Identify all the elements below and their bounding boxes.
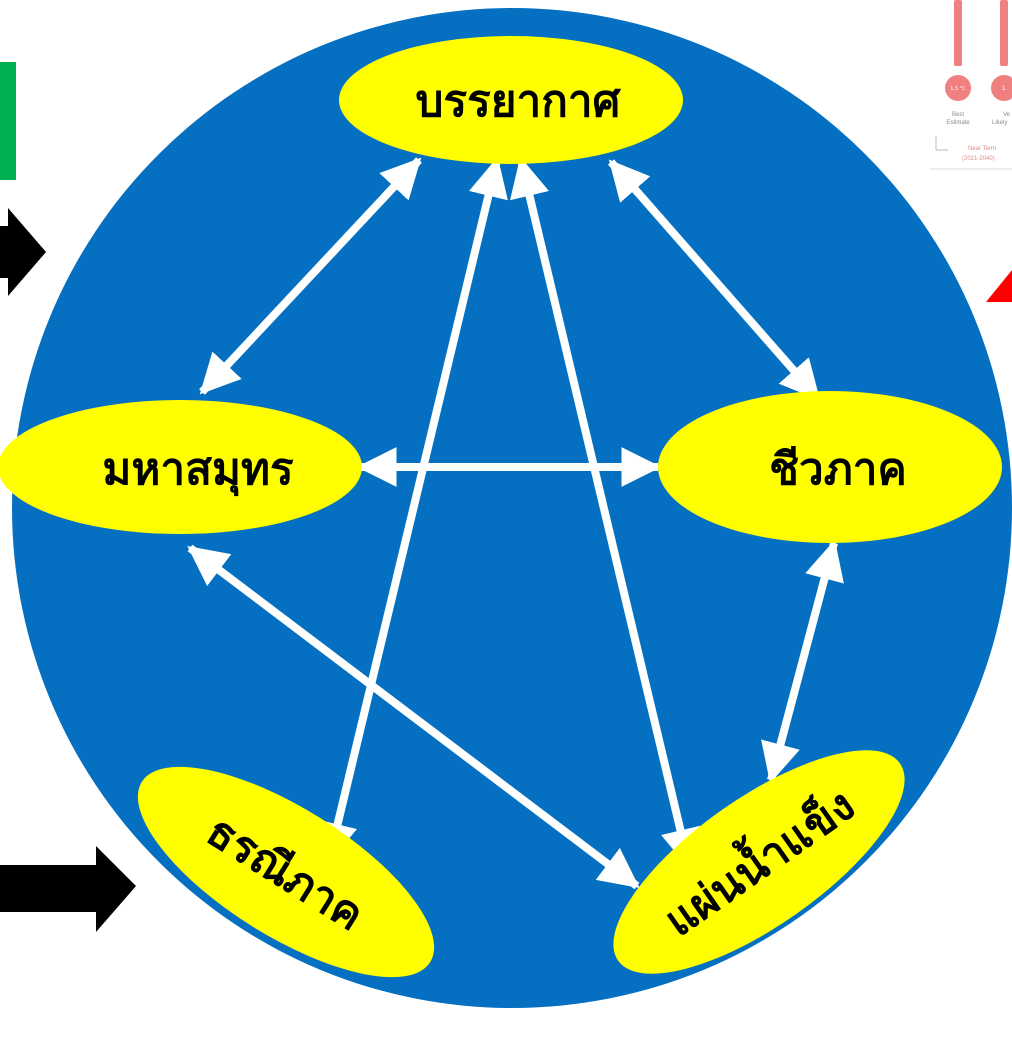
label-likely: Likely [992,120,1007,126]
thermometer-2-value: 1. [1002,86,1007,92]
green-box [0,62,16,180]
node-biosphere: ชีวภาค [658,391,1002,543]
node-biosphere-label: ชีวภาค [769,444,907,495]
period-years: (2021-2040) [962,156,995,162]
period-near-term: Near Term [968,146,996,152]
thermometer-2 [1000,0,1008,66]
thermometer-1 [954,0,962,66]
black-arrow-top [0,208,46,296]
node-ocean-label: มหาสมุทร [102,444,294,497]
red-triangle [986,270,1012,302]
black-arrow-bottom [0,846,136,932]
node-ocean: มหาสมุทร [0,400,362,534]
label-estimate: Estimate [946,120,970,126]
thumbnail-chart: 1.5 °C 1. Best Estimate Ve Likely Near T… [930,0,1012,172]
label-very: Ve [1003,112,1011,118]
node-atmosphere: บรรยากาศ [339,36,683,164]
connections [187,156,844,890]
label-best: Best [952,112,964,118]
arrow-ocean-cryosphere [187,544,640,890]
thermometer-1-value: 1.5 °C [950,86,966,92]
arrow-atmosphere-cryosphere [510,156,700,870]
arrow-biosphere-cryosphere [761,539,844,784]
node-atmosphere-label: บรรยากาศ [416,76,622,127]
